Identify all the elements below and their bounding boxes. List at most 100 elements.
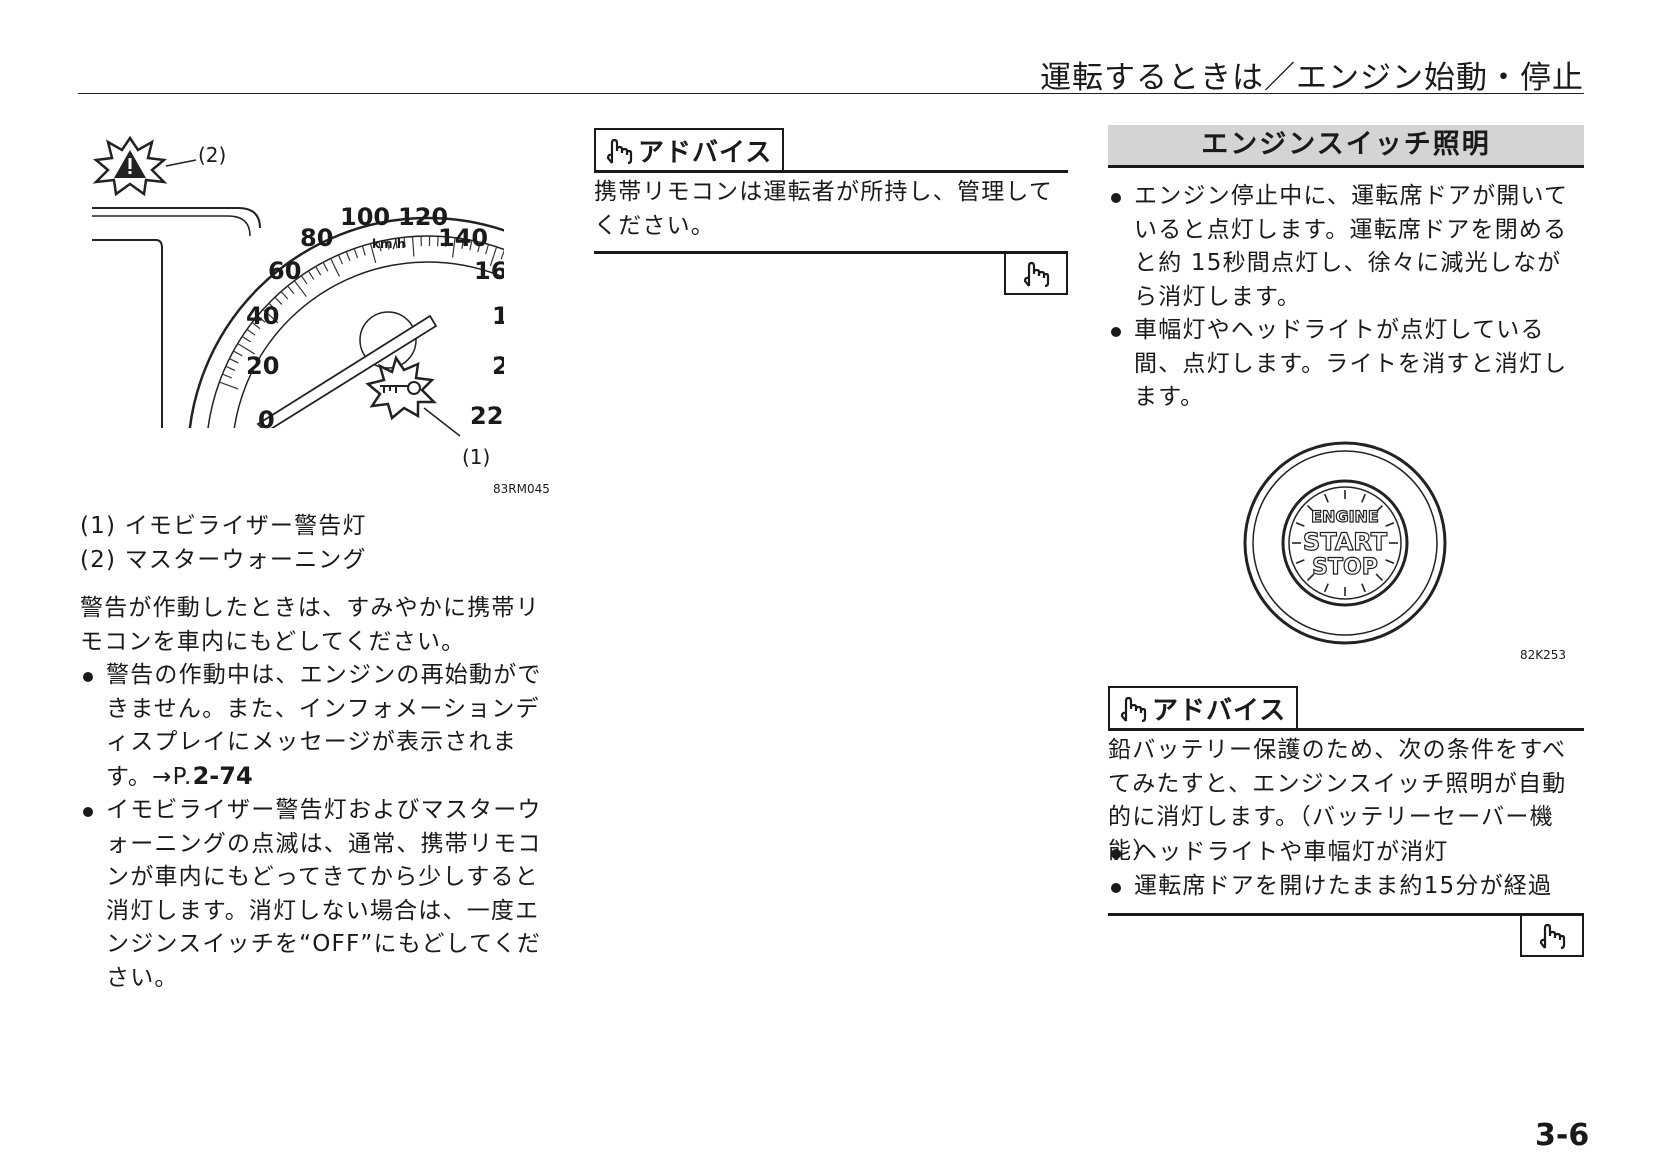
gauge-tick	[257, 315, 266, 323]
gauge-tick	[403, 237, 406, 248]
gauge-tick	[489, 246, 498, 267]
gauge-tick	[500, 249, 504, 260]
hand-pointer-icon	[1120, 696, 1147, 723]
button-label-stop: STOP	[1312, 555, 1378, 580]
gauge-tick	[469, 240, 473, 251]
gauge-tick	[219, 381, 239, 390]
gauge-tick	[452, 237, 456, 258]
gauge-tick	[516, 256, 520, 265]
speedometer-figure: 0 20 40 60 80 100 120 140 160 180 200 22…	[92, 135, 551, 496]
gauge-tick	[445, 236, 448, 247]
advice-bottom	[594, 251, 1068, 295]
list-item: ヘッドライトや車幅灯が消灯	[1108, 836, 1584, 870]
engine-start-stop-button-figure: ENGINE START STOP	[1243, 441, 1447, 645]
gauge-tick	[411, 236, 415, 257]
advice-paragraph: 鉛バッテリー保護のため、次の条件をすべてみたすと、エンジンスイッチ照明が自動的に…	[1108, 737, 1567, 864]
speed-label: 160	[474, 257, 524, 285]
speed-label: 80	[300, 224, 333, 252]
list-item-text: イモビライザー警告灯およびマスターウォーニングの点滅は、通常、携帯リモコンが車内…	[106, 797, 542, 991]
speed-label: 200	[492, 352, 542, 380]
gauge-tick	[246, 328, 256, 336]
gauge-tick	[485, 244, 490, 255]
gauge-tick	[307, 270, 315, 280]
switch-light-section: エンジン停止中に、運転席ドアが開いていると点灯します。運転席ドアを閉めると約 1…	[1108, 180, 1584, 415]
gauge-tick	[337, 254, 343, 265]
switch-light-bullet-list: エンジン停止中に、運転席ドアが開いていると点灯します。運転席ドアを閉めると約 1…	[1108, 180, 1584, 415]
speed-label: 60	[268, 257, 301, 285]
hand-pointer-icon	[1023, 261, 1050, 288]
illumination-ray	[1385, 521, 1395, 527]
gauge-tick	[241, 335, 251, 343]
master-warning-icon	[92, 135, 168, 197]
illumination-ray	[1306, 573, 1315, 582]
list-item: イモビライザー警告灯およびマスターウォーニングの点滅は、通常、携帯リモコンが車内…	[80, 794, 560, 995]
gauge-tick	[229, 358, 239, 364]
speed-label: 140	[438, 224, 488, 252]
gauge-tick	[300, 275, 308, 285]
section-heading: エンジンスイッチ照明	[1108, 125, 1584, 168]
list-item: エンジン停止中に、運転席ドアが開いていると点灯します。運転席ドアを閉めると約 1…	[1108, 180, 1584, 314]
speed-label: 120	[398, 203, 448, 231]
advice-conditions: ヘッドライトや車幅灯が消灯 運転席ドアを開けたまま約15分が経過	[1108, 836, 1584, 903]
speed-label: 40	[246, 302, 279, 330]
gauge-tick	[461, 238, 465, 249]
advice-header: アドバイス	[1108, 686, 1299, 728]
advice-label: アドバイス	[638, 137, 773, 168]
illumination-ray	[1295, 559, 1305, 565]
figure-legend: (1) イモビライザー警告灯 (2) マスターウォーニング	[80, 510, 560, 577]
gauge-tick	[394, 238, 398, 249]
advice-bullet-list: ヘッドライトや車幅灯が消灯 運転席ドアを開けたまま約15分が経過	[1108, 836, 1584, 903]
gauge-tick	[378, 241, 382, 252]
figure-code: 82K253	[1520, 648, 1567, 662]
warning-paragraph: 警告が作動したときは、すみやかに携帯リモコンを車内にもどしてください。	[80, 595, 540, 655]
speed-label: 100	[340, 203, 390, 231]
gauge-tick	[280, 291, 289, 300]
gauge-tick	[545, 273, 551, 281]
advice-bottom-rule	[594, 251, 1068, 254]
gauge-tick	[233, 350, 243, 357]
advice-label: アドバイス	[1152, 695, 1287, 726]
immobilizer-key-icon	[365, 355, 438, 421]
advice-bottom	[1108, 913, 1584, 957]
gauge-tick	[251, 322, 261, 330]
list-item: 運転席ドアを開けたまま約15分が経過	[1108, 870, 1584, 904]
button-label-start: START	[1303, 528, 1388, 556]
list-item: 警告の作動中は、エンジンの再始動ができません。また、インフォメーションディスプレ…	[80, 659, 560, 794]
illumination-ray	[1361, 583, 1367, 593]
button-label-engine: ENGINE	[1311, 507, 1379, 526]
illumination-ray	[1385, 559, 1395, 565]
legend-item: (2) マスターウォーニング	[80, 546, 367, 573]
advice-text: 携帯リモコンは運転者が所持し、管理してください。	[594, 179, 1054, 239]
gauge-tick	[330, 258, 340, 277]
legend-item: (1) イモビライザー警告灯	[80, 513, 367, 539]
speed-label: 20	[246, 352, 279, 380]
gauge-tick	[361, 245, 366, 256]
gauge-tick	[322, 262, 329, 272]
page-number: 3-6	[1535, 1118, 1590, 1153]
gauge-tick	[509, 253, 513, 262]
gauge-tick	[353, 248, 359, 259]
gauge-tick	[369, 243, 377, 264]
gauge-tick	[477, 242, 481, 253]
gauge-tick	[225, 365, 236, 371]
gauge-tick	[526, 264, 536, 281]
speed-label: 180	[492, 302, 542, 330]
hand-pointer-icon	[1539, 923, 1566, 950]
illumination-ray	[1375, 504, 1384, 513]
warning-bullet-list: 警告の作動中は、エンジンの再始動ができません。また、インフォメーションディスプレ…	[80, 659, 560, 995]
gauge-tick	[345, 251, 351, 262]
gauge-tick	[262, 309, 279, 324]
gauge-tick	[538, 268, 543, 277]
advice-box: アドバイス	[594, 128, 1068, 173]
speed-label: 0	[258, 406, 275, 434]
gauge-tick	[274, 296, 283, 305]
figure-code: 83RM045	[493, 482, 550, 496]
illumination-ray	[1361, 493, 1367, 503]
list-item: 車幅灯やヘッドライトが点灯している間、点灯します。ライトを消すと消灯します。	[1108, 314, 1584, 415]
advice-top-rule	[594, 170, 1068, 173]
advice-bottom-rule	[1108, 913, 1584, 916]
page-reference-link[interactable]: 2-74	[192, 761, 253, 790]
gauge-tick	[268, 302, 277, 311]
advice-header: アドバイス	[594, 128, 785, 170]
callout-2: (2)	[198, 143, 226, 167]
